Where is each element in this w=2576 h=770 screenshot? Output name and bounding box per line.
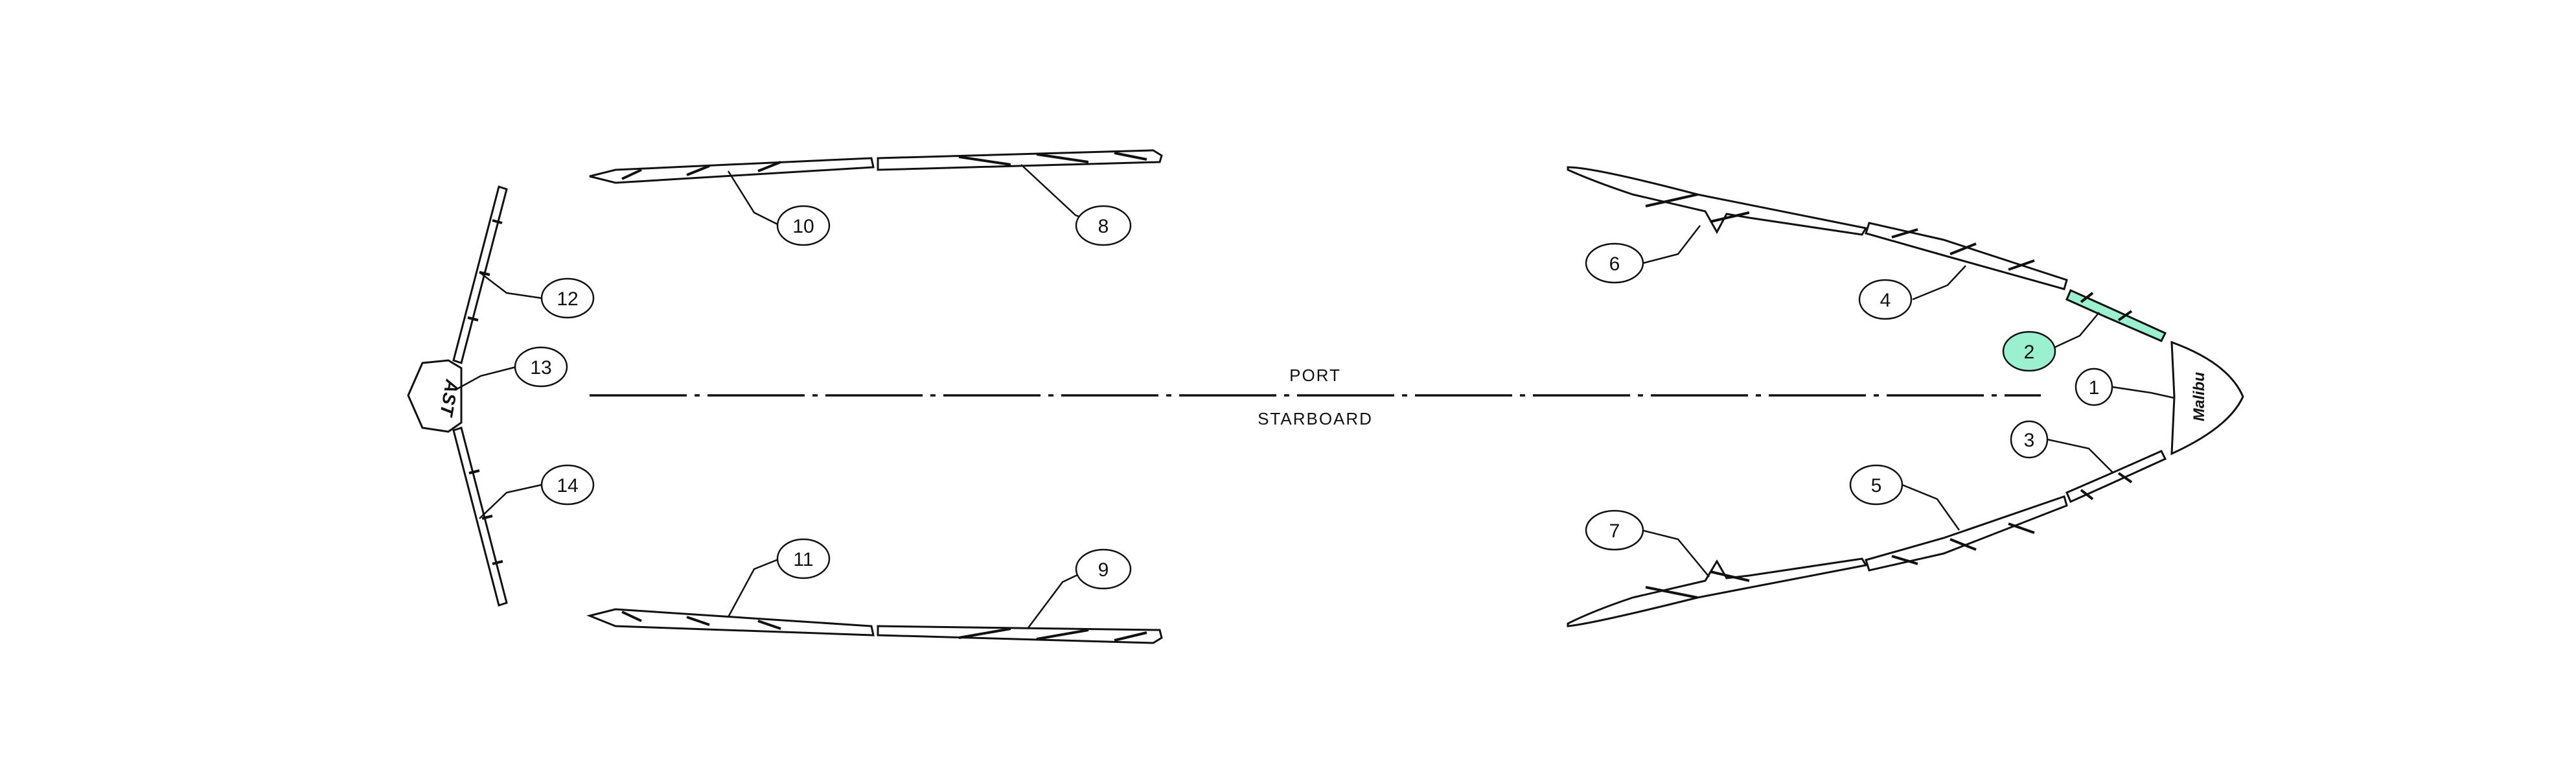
- bow-logo: Malibu: [2191, 372, 2208, 421]
- callout-10[interactable]: 10: [776, 205, 831, 246]
- part-13[interactable]: AST: [407, 359, 463, 433]
- part-14[interactable]: [452, 426, 508, 607]
- callout-3[interactable]: 3: [2010, 420, 2049, 459]
- part-10[interactable]: [589, 157, 875, 184]
- svg-text:6: 6: [1609, 253, 1620, 275]
- part-6[interactable]: [1567, 166, 1868, 236]
- svg-text:8: 8: [1098, 216, 1109, 237]
- svg-text:10: 10: [792, 216, 814, 237]
- callout-14[interactable]: 14: [540, 464, 595, 506]
- part-7[interactable]: [1567, 557, 1868, 627]
- callout-13[interactable]: 13: [514, 346, 568, 388]
- svg-text:7: 7: [1609, 520, 1620, 542]
- callout-5[interactable]: 5: [1849, 464, 1903, 506]
- part-1[interactable]: Malibu: [2170, 340, 2244, 456]
- callout-6[interactable]: 6: [1585, 242, 1644, 284]
- svg-text:1: 1: [2089, 377, 2100, 399]
- callout-4[interactable]: 4: [1858, 279, 1913, 320]
- callout-1[interactable]: 1: [2075, 368, 2113, 406]
- svg-text:3: 3: [2024, 430, 2035, 451]
- callout-7[interactable]: 7: [1585, 509, 1644, 551]
- part-4[interactable]: [1865, 222, 2068, 290]
- svg-text:9: 9: [1098, 559, 1109, 581]
- part-12[interactable]: [452, 185, 508, 364]
- port-label: PORT: [1289, 366, 1341, 385]
- svg-text:12: 12: [557, 288, 578, 310]
- starboard-label: STARBOARD: [1258, 409, 1373, 428]
- callout-11[interactable]: 11: [776, 538, 831, 579]
- callout-2[interactable]: 2: [2002, 331, 2056, 372]
- callout-9[interactable]: 9: [1075, 548, 1132, 590]
- svg-text:4: 4: [1880, 290, 1891, 311]
- svg-text:5: 5: [1871, 475, 1882, 496]
- part-5[interactable]: [1865, 495, 2068, 572]
- callout-8[interactable]: 8: [1075, 205, 1132, 246]
- part-3[interactable]: [2065, 450, 2167, 503]
- svg-text:13: 13: [530, 357, 551, 379]
- svg-text:11: 11: [793, 549, 813, 570]
- part-8[interactable]: [877, 149, 1163, 171]
- part-11[interactable]: [586, 608, 875, 636]
- svg-text:14: 14: [557, 475, 578, 496]
- svg-text:2: 2: [2024, 342, 2035, 363]
- part-2[interactable]: [2065, 289, 2167, 342]
- callout-12[interactable]: 12: [540, 277, 595, 319]
- part-9[interactable]: [877, 625, 1163, 644]
